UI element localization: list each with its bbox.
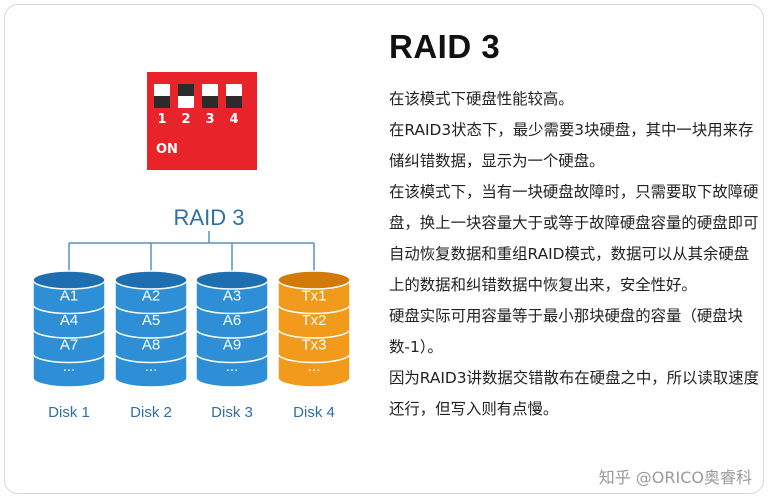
disk-cell-label: ...: [145, 358, 158, 375]
disk-top: [277, 270, 351, 290]
connector-lines: [68, 231, 315, 280]
disk-cell-label: Tx1: [301, 287, 326, 304]
disk-cell-label: A9: [223, 336, 241, 353]
dip-switch-2: [178, 84, 194, 108]
dip-switch: 1 2 3 4 ON: [147, 72, 257, 170]
disk-diagram: A1A4A7...A2A5A8...A3A6A9...Tx1Tx2Tx3...: [32, 231, 351, 388]
disk-label-1: Disk 1: [48, 404, 90, 421]
disk-cell-label: A1: [60, 287, 78, 304]
disk-cell-label: A7: [60, 336, 78, 353]
disk-cell-label: ...: [226, 358, 239, 375]
dip-knob: [154, 96, 170, 108]
dip-knob: [202, 96, 218, 108]
disk-label-2: Disk 2: [130, 404, 172, 421]
diagram-title: RAID 3: [173, 205, 245, 230]
disk-cylinder: A2A5A8...: [114, 270, 188, 388]
disk-cell-label: A4: [60, 312, 78, 329]
disk-cell-label: A2: [142, 287, 160, 304]
card-frame: [4, 4, 764, 494]
disk-cell-label: A3: [223, 287, 241, 304]
disk-label-4: Disk 4: [293, 404, 335, 421]
disk-cylinders: A1A4A7...A2A5A8...A3A6A9...Tx1Tx2Tx3...: [32, 270, 351, 388]
disk-cell-label: ...: [308, 358, 321, 375]
disk-cylinder: A3A6A9...: [195, 270, 269, 388]
disk-top: [195, 270, 269, 290]
disk-cell-label: ...: [63, 358, 76, 375]
disk-label-3: Disk 3: [211, 404, 253, 421]
dip-number: 4: [229, 112, 239, 127]
disk-cylinder: Tx1Tx2Tx3...: [277, 270, 351, 388]
paragraph-2: 在RAID3状态下，最少需要3块硬盘，其中一块用来存储纠错数据，显示为一个硬盘。: [389, 121, 754, 170]
dip-switch-1: [154, 84, 170, 108]
watermark: 知乎 @ORICO奥睿科: [598, 468, 752, 487]
disk-cylinder: A1A4A7...: [32, 270, 106, 388]
paragraph-5: 因为RAID3讲数据交错散布在硬盘之中，所以读取速度还行，但写入则有点慢。: [389, 369, 759, 418]
page-title: RAID 3: [389, 28, 501, 65]
disk-cell-label: A8: [142, 336, 160, 353]
dip-switch-3: [202, 84, 218, 108]
dip-number: 3: [205, 112, 215, 127]
dip-on-label: ON: [156, 142, 178, 157]
disk-cell-label: A5: [142, 312, 160, 329]
disk-cell-label: Tx2: [301, 312, 326, 329]
dip-number: 2: [181, 112, 191, 127]
disk-cell-label: A6: [223, 312, 241, 329]
paragraph-4: 硬盘实际可用容量等于最小那块硬盘的容量（硬盘块数-1）。: [389, 307, 743, 356]
dip-knob: [226, 96, 242, 108]
disk-cell-label: Tx3: [301, 336, 326, 353]
dip-knob: [178, 84, 194, 96]
dip-number: 1: [157, 112, 167, 127]
paragraph-1: 在该模式下硬盘性能较高。: [389, 90, 574, 108]
paragraph-3: 在该模式下，当有一块硬盘故障时，只需要取下故障硬盘，换上一块容量大于或等于故障硬…: [389, 183, 759, 294]
description-panel: RAID 3 在该模式下硬盘性能较高。 在RAID3状态下，最少需要3块硬盘，其…: [389, 28, 759, 425]
disk-top: [114, 270, 188, 290]
disk-top: [32, 270, 106, 290]
dip-switch-4: [226, 84, 242, 108]
